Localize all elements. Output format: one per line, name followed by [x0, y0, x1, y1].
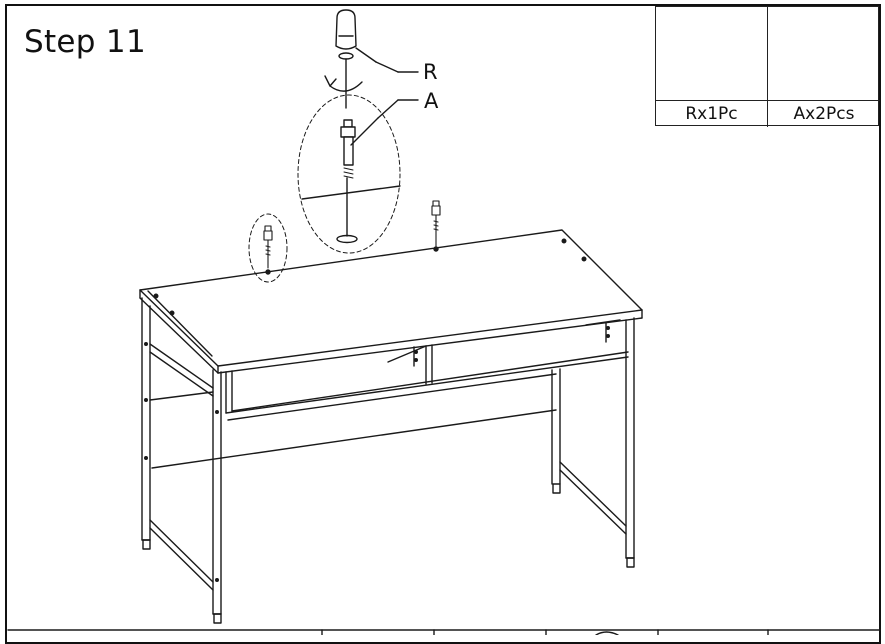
- detail-screwdriver: [324, 9, 419, 109]
- step-title: Step 11: [24, 24, 146, 60]
- parts-cell-screwdriver: Rx1Pc: [656, 7, 768, 127]
- bottom-table-edge: [7, 629, 881, 635]
- detail-ellipse-small: [248, 213, 288, 283]
- right-leg-frame: [551, 317, 635, 568]
- callout-r: R: [423, 60, 438, 84]
- parts-label-cam-bolt: Ax2Pcs: [768, 100, 880, 127]
- desk-shelf: [151, 319, 629, 469]
- cam-bolt-left: [263, 225, 273, 269]
- detail-cam-bolt: [301, 99, 419, 244]
- cam-bolt-right: [431, 200, 441, 247]
- parts-cell-cam-bolt: Ax2Pcs: [768, 7, 880, 127]
- parts-label-screwdriver: Rx1Pc: [656, 100, 767, 127]
- detail-ellipse-large: [297, 94, 401, 254]
- left-leg-frame: [141, 297, 222, 624]
- parts-box: Rx1Pc Ax2Pcs: [655, 6, 880, 127]
- callout-a: A: [424, 89, 439, 113]
- desk-top: [139, 229, 643, 374]
